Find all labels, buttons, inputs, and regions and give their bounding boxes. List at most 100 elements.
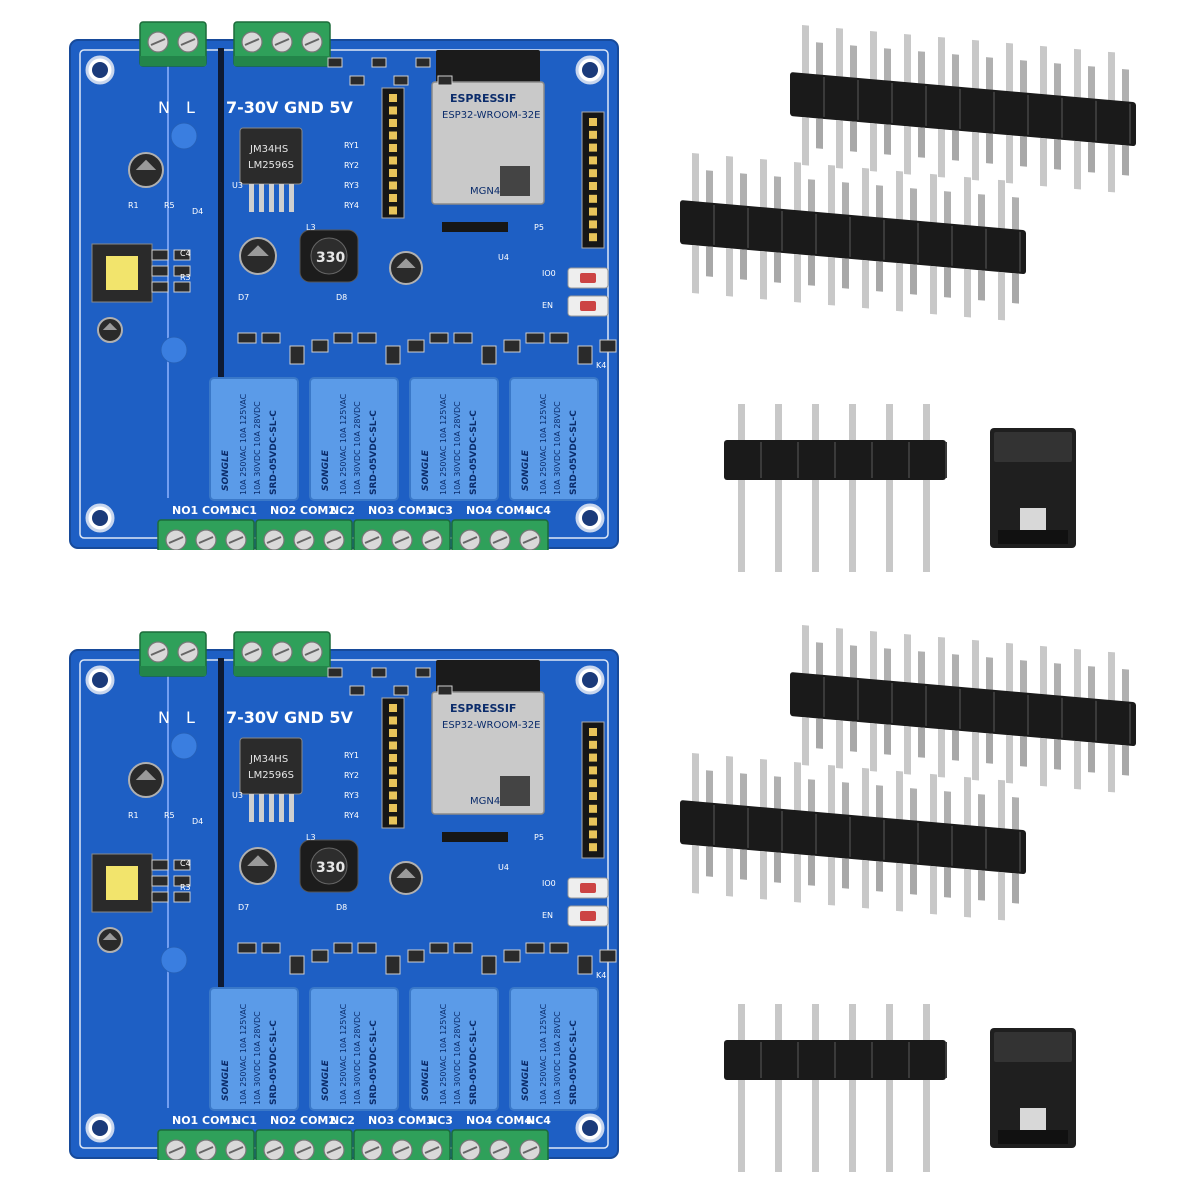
board-header-pad (389, 754, 397, 762)
label-com2: COM2 (300, 504, 336, 517)
board-header-pad (589, 817, 597, 826)
header-pin-top (998, 779, 1005, 833)
header-pin-bottom (775, 480, 782, 572)
ref-label-k4: K4 (596, 971, 606, 980)
relay-rating-dc: 10A 30VDC 10A 28VDC (453, 1011, 462, 1105)
jumper-base (998, 530, 1068, 544)
ic-pin (279, 794, 284, 822)
output-terminal-3 (353, 1129, 451, 1160)
regulator-ic (239, 127, 303, 185)
smd-component (151, 249, 169, 261)
header-pin-bottom (964, 268, 971, 318)
jumper-cap (990, 1028, 1076, 1148)
header-pin-bottom (726, 848, 733, 897)
header-strip-short (724, 1004, 947, 1172)
capacitor-vent (396, 258, 416, 268)
screw-slot (168, 1146, 184, 1154)
header-pin-bottom (802, 717, 809, 766)
board-header-pad (389, 704, 397, 712)
board-header-pad (389, 741, 397, 750)
smd-component (173, 249, 191, 261)
header-pin-top (1006, 42, 1013, 96)
header-pin-top (726, 756, 733, 809)
label-n: N (158, 708, 170, 727)
regulator-marking: JM34HS (249, 144, 288, 155)
header-pin-top (964, 176, 971, 230)
header-pin-bottom-back (740, 849, 747, 880)
label-supply: 7-30V GND 5V (226, 708, 354, 727)
smd-component (261, 332, 281, 344)
header-pin-top (998, 179, 1005, 233)
label-nc4: NC4 (526, 1114, 551, 1127)
screw-slot (266, 536, 282, 544)
smd-component (429, 942, 449, 954)
relay-body (309, 377, 399, 501)
header-pin-bottom (904, 125, 911, 175)
smd-component (437, 75, 453, 86)
relay-brand: SONGLE (221, 449, 231, 491)
header-pin-bottom (972, 131, 979, 181)
board-header-right (581, 111, 605, 249)
smd-component (349, 685, 365, 696)
smd-component (151, 281, 169, 293)
header-pin-bottom (775, 1080, 782, 1172)
regulator-model: LM2596S (248, 770, 294, 781)
screw-slot (462, 536, 478, 544)
power-input-terminal (139, 631, 207, 677)
header-pin-bottom (886, 1080, 893, 1172)
screw-slot (462, 1146, 478, 1154)
module-model: ESP32-WROOM-32E (442, 110, 540, 121)
capacitor-vent (102, 932, 118, 940)
screw-slot (492, 536, 508, 544)
module-brand: ESPRESSIF (450, 92, 516, 105)
screw-slot (274, 38, 290, 46)
screw-slot (244, 38, 260, 46)
board-header-pad (589, 728, 597, 736)
smd-component (577, 955, 593, 975)
smd-component (327, 57, 343, 68)
header-pin-top (849, 1004, 856, 1044)
board-header-pad (389, 131, 397, 140)
header-pin-bottom (738, 480, 745, 572)
smd-component (599, 949, 617, 963)
transformer-coil (106, 256, 138, 290)
inductor-marking: 330 (316, 250, 345, 266)
label-nc4: NC4 (526, 504, 551, 517)
header-pin-bottom (726, 248, 733, 297)
relay-rating-ac: 10A 250VAC 10A 125VAC (339, 1003, 348, 1105)
header-pin-bottom-back (842, 258, 849, 289)
ref-label-d8: D8 (336, 903, 347, 912)
ic-pin (279, 184, 284, 212)
board-header-pad (389, 94, 397, 102)
header-pin-bottom (964, 868, 971, 918)
ic-pin (289, 184, 294, 212)
qr-code (500, 776, 530, 806)
smd-component (151, 891, 169, 903)
ic-pin (249, 184, 254, 212)
relay-rating-dc: 10A 30VDC 10A 28VDC (253, 401, 262, 495)
smd-component (525, 332, 545, 344)
board-header-pad (589, 169, 597, 178)
header-pin-bottom (923, 480, 930, 572)
label-com2: COM2 (300, 1114, 336, 1127)
ref-label-r3: R3 (180, 883, 191, 892)
jumper-top (994, 432, 1072, 462)
ref-label-r5: R5 (164, 201, 175, 210)
ref-label-u4: U4 (498, 863, 509, 872)
smd-component (415, 667, 431, 678)
board-header-pad (389, 804, 397, 812)
ref-label-r1: R1 (128, 201, 139, 210)
header-pin-bottom-back (1122, 145, 1129, 176)
capacitor-vent (102, 322, 118, 330)
label-com1: COM1 (202, 504, 238, 517)
board-header-pad (389, 156, 397, 165)
header-pin-top (828, 764, 835, 818)
header-pin-bottom (1108, 143, 1115, 193)
inductor-marking: 330 (316, 860, 345, 876)
header-pin-top (886, 404, 893, 444)
